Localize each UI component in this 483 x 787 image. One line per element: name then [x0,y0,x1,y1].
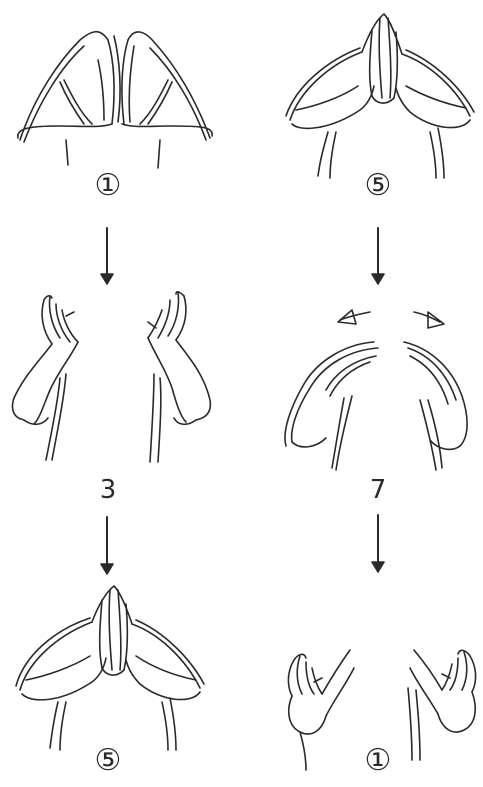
step-label-right-bottom: ① [358,747,398,775]
step-label-left-top: ① [88,172,128,200]
arrow-down-icon [372,228,384,284]
step-label-right-mid: 7 [358,476,398,504]
figure-right-step5-top [286,14,474,178]
arrow-down-icon [372,515,384,572]
figure-left-step1 [18,32,212,168]
step-label-left-bottom: ⑤ [88,747,128,775]
figure-left-step5-bottom [16,586,204,750]
arrow-down-icon [101,517,113,574]
step-label-right-top: ⑤ [358,172,398,200]
figure-right-step7 [285,342,467,470]
arrow-left-icon [338,310,370,324]
arrow-right-icon [414,312,444,328]
arrow-down-icon [101,228,113,284]
step-label-left-mid: 3 [88,476,128,504]
figure-left-step3 [12,292,210,462]
